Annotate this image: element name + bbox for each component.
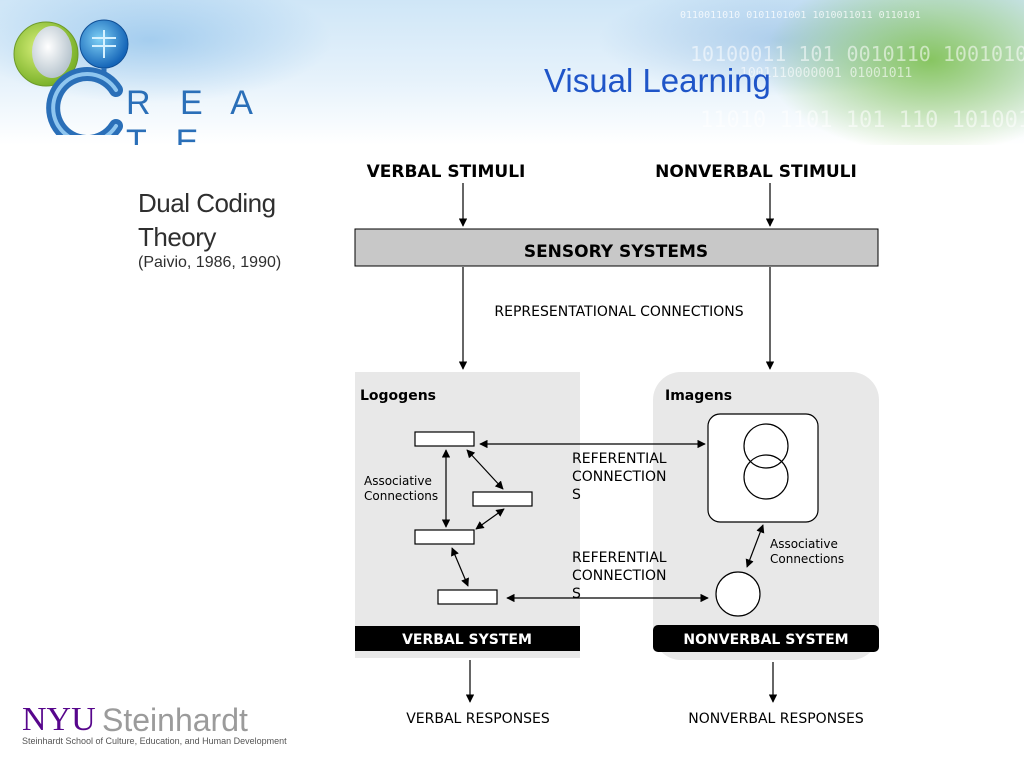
section-heading: Dual Coding Theory	[138, 186, 338, 254]
nyu-wordmark: NYU	[22, 701, 96, 738]
associative-connections-right-line1: Associative	[770, 537, 838, 551]
nonverbal-stimuli-label: NONVERBAL STIMULI	[655, 162, 857, 182]
representational-connections-label: REPRESENTATIONAL CONNECTIONS	[494, 304, 743, 320]
binary-text-line: 10100011 101 0010110 1001010000	[690, 42, 1024, 66]
logogen-associative-arrow	[466, 449, 504, 490]
logogen-box	[472, 491, 533, 507]
binary-text-line: 0110011010 0101101001 1010011011 0110101	[680, 10, 921, 21]
logogen-associative-arrow	[475, 508, 505, 530]
referential-connections-bottom-line1: REFERENTIAL	[572, 550, 667, 566]
verbal-stimuli-label: VERBAL STIMULI	[367, 162, 526, 182]
referential-connections-top-line3: S	[572, 487, 581, 503]
sensory-systems-label: SENSORY SYSTEMS	[524, 242, 708, 262]
associative-connections-left-line2: Connections	[364, 489, 438, 503]
associative-connections-left-line1: Associative	[364, 474, 432, 488]
referential-connections-bottom-line3: S	[572, 586, 581, 602]
verbal-responses-label: VERBAL RESPONSES	[406, 711, 550, 727]
referential-connections-bottom-line2: CONNECTION	[572, 568, 667, 584]
citation: (Paivio, 1986, 1990)	[138, 254, 282, 271]
create-logo-icon	[13, 19, 129, 135]
slide-title: Visual Learning	[544, 62, 771, 99]
verbal-system-panel	[355, 372, 580, 658]
logogens-label: Logogens	[360, 388, 436, 404]
heading-line-2: Theory	[138, 222, 216, 252]
logogen-box	[437, 589, 498, 605]
heading-line-1: Dual Coding	[138, 188, 276, 218]
logo-text: R E A T E	[126, 84, 262, 145]
nonverbal-responses-label: NONVERBAL RESPONSES	[688, 711, 864, 727]
referential-connections-top-line2: CONNECTION	[572, 469, 667, 485]
binary-text-line: 11010 1101 101 110 1010011	[700, 108, 1024, 133]
nyu-subtitle: Steinhardt School of Culture, Education,…	[22, 736, 287, 746]
verbal-system-bar	[355, 626, 580, 651]
nyu-steinhardt-logo: NYU Steinhardt Steinhardt School of Cult…	[22, 700, 287, 750]
sensory-systems-box	[354, 228, 879, 267]
imagen-circle	[743, 423, 789, 469]
referential-connections-top-line1: REFERENTIAL	[572, 451, 667, 467]
create-logo: R E A T E	[8, 10, 278, 145]
associative-connections-right-line2: Connections	[770, 552, 844, 566]
logogen-associative-arrow	[451, 547, 469, 587]
header-banner: 0110011010 0101101001 1010011011 0110101…	[0, 0, 1024, 145]
nonverbal-system-bar	[653, 625, 879, 652]
imagens-label: Imagens	[665, 388, 732, 404]
binary-text-line: 1001110000001 01001011	[740, 66, 913, 81]
steinhardt-wordmark: Steinhardt	[102, 702, 248, 738]
logogen-box	[414, 529, 475, 545]
nonverbal-system-label: NONVERBAL SYSTEM	[683, 632, 848, 648]
verbal-system-label: VERBAL SYSTEM	[402, 632, 532, 648]
logogen-box	[414, 431, 475, 447]
banner-background	[0, 0, 1024, 145]
imagen-circle	[715, 571, 761, 617]
imagen-circle	[743, 454, 789, 500]
imagen-associative-arrow	[745, 524, 765, 568]
